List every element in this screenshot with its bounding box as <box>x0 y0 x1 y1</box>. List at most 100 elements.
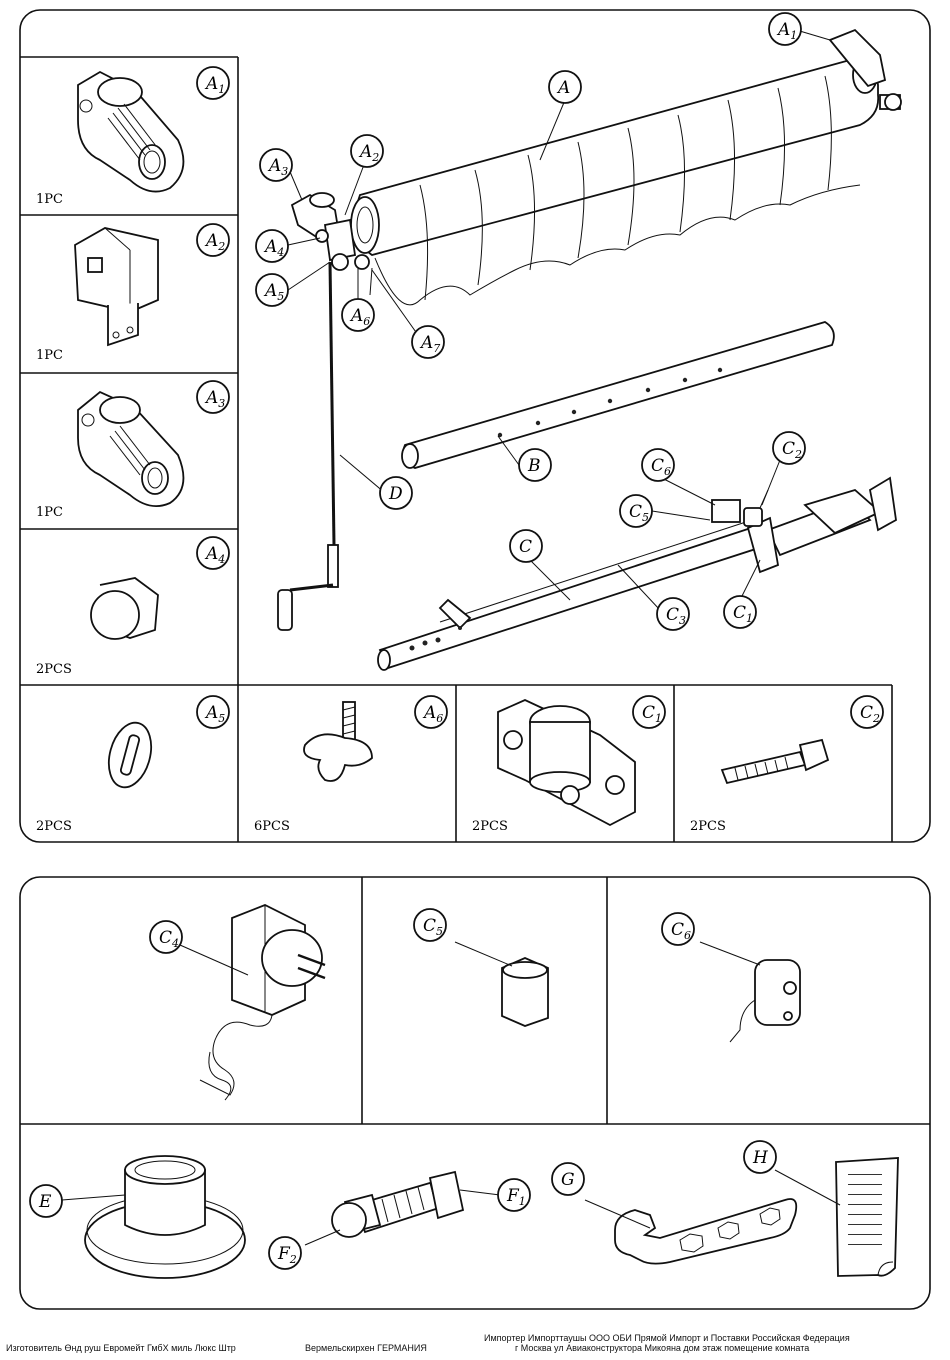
callout-A6: A6 <box>341 298 375 332</box>
svg-text:A3: A3 <box>204 388 225 410</box>
footer-manufacturer: Изготовитель Өнд руш Евромейт ГмбХ миль … <box>6 1343 236 1353</box>
bracket-a1-mounted <box>828 28 887 88</box>
callout-D: D <box>379 476 413 510</box>
callout-C5: C5 <box>413 908 447 942</box>
c1-clamp-drawing <box>497 699 636 827</box>
callout-C6: C6 <box>641 448 675 482</box>
panel-c5-clip: C5 <box>413 908 549 1027</box>
panel-c1: C1 2PCS <box>472 695 666 834</box>
callout-C5: C5 <box>619 494 653 528</box>
svg-text:C4: C4 <box>159 928 179 950</box>
callout-F2: F2 <box>268 1236 302 1270</box>
callout-A7: A7 <box>411 325 445 359</box>
c1-label-circle <box>632 695 666 729</box>
svg-text:G: G <box>561 1170 575 1190</box>
a2-motor-drawing <box>74 227 159 347</box>
svg-text:A5: A5 <box>204 703 225 725</box>
callout-C: C <box>509 529 543 563</box>
svg-text:C1: C1 <box>733 603 753 625</box>
panel-c6-sensor: C6 <box>661 912 801 1043</box>
svg-text:A3: A3 <box>267 156 288 178</box>
footer-importer-line1: Импортер Импорттаушы ООО ОБИ Прямой Импо… <box>484 1333 850 1343</box>
svg-text:A: A <box>556 78 570 98</box>
svg-text:A5: A5 <box>263 281 284 303</box>
a4-quantity: 2PCS <box>36 662 72 677</box>
panel-e-base: E <box>29 1155 246 1279</box>
panel-f-bolt: F1 F2 <box>268 1170 531 1270</box>
panel-a1: A1 1PC <box>36 66 230 207</box>
svg-text:C5: C5 <box>629 502 649 524</box>
svg-text:C6: C6 <box>671 920 691 942</box>
svg-text:C3: C3 <box>666 605 686 627</box>
svg-text:H: H <box>752 1148 769 1168</box>
c2-bolt-drawing <box>720 738 830 785</box>
callout-A3: A3 <box>259 148 293 182</box>
a6-label-circle <box>414 695 448 729</box>
callout-E: E <box>29 1184 63 1218</box>
svg-text:A4: A4 <box>204 544 225 566</box>
lower-grid-lines <box>20 877 930 1125</box>
svg-text:C1: C1 <box>642 703 662 725</box>
a3-label-circle <box>196 380 230 414</box>
callout-H: H <box>743 1140 777 1174</box>
footer-city: Вермельскирхен ГЕРМАНИЯ <box>305 1343 427 1353</box>
callouts: A A1 A2 A3 A4 A5 A6 A7 B C C1 C2 C3 C5 C… <box>255 12 831 631</box>
svg-text:B: B <box>527 456 541 476</box>
callout-C6: C6 <box>661 912 695 946</box>
svg-text:F1: F1 <box>506 1186 526 1208</box>
svg-text:C2: C2 <box>860 703 880 725</box>
a1-label-circle <box>196 66 230 100</box>
upper-frame <box>19 9 931 843</box>
left-end-brackets <box>290 192 373 296</box>
panel-a6: A6 6PCS <box>254 695 448 834</box>
a3-quantity: 1PC <box>36 505 63 520</box>
svg-text:A2: A2 <box>204 231 225 253</box>
telescopic-pole-c <box>377 476 897 671</box>
panel-a4: A4 2PCS <box>36 536 230 677</box>
a5-quantity: 2PCS <box>36 819 72 834</box>
a2-label-circle <box>196 223 230 257</box>
a3-bracket-drawing <box>77 390 185 507</box>
callout-G: G <box>551 1162 585 1196</box>
a2-quantity: 1PC <box>36 348 63 363</box>
callout-A: A <box>548 70 582 104</box>
svg-text:A1: A1 <box>204 74 225 96</box>
awning-roller <box>350 56 902 306</box>
pipe-b <box>401 321 835 469</box>
a5-washer-drawing <box>107 721 153 789</box>
panel-a3: A3 1PC <box>36 380 230 520</box>
callout-C1: C1 <box>723 595 757 629</box>
callout-B: B <box>518 448 552 482</box>
svg-text:A6: A6 <box>422 703 443 725</box>
panel-c2: C2 2PCS <box>690 695 884 834</box>
svg-text:C2: C2 <box>782 439 802 461</box>
a6-quantity: 6PCS <box>254 819 290 834</box>
lower-frame <box>19 876 931 1310</box>
callout-A1: A1 <box>768 12 802 46</box>
panel-a5: A5 2PCS <box>36 695 230 834</box>
a4-label-circle <box>196 536 230 570</box>
svg-text:A1: A1 <box>776 20 797 42</box>
svg-text:A6: A6 <box>349 306 370 328</box>
c2-quantity: 2PCS <box>690 819 726 834</box>
c2-label-circle <box>850 695 884 729</box>
svg-text:C5: C5 <box>423 916 443 938</box>
main-assembly <box>277 28 902 671</box>
callout-A4: A4 <box>255 229 289 263</box>
footer-importer-line2: г Москва ул Авиаконструктора Микояна дом… <box>515 1343 810 1353</box>
svg-text:C6: C6 <box>651 456 671 478</box>
panel-c4-power-adapter: C4 <box>149 904 326 1101</box>
callout-C2: C2 <box>772 431 806 465</box>
svg-text:A2: A2 <box>358 142 379 164</box>
panel-a2: A2 1PC <box>36 223 230 363</box>
svg-text:D: D <box>388 484 403 504</box>
callout-C4: C4 <box>149 920 183 954</box>
svg-text:F2: F2 <box>277 1244 297 1266</box>
a5-label-circle <box>196 695 230 729</box>
crank-rod <box>277 261 339 631</box>
callout-A5: A5 <box>255 273 289 307</box>
svg-text:A7: A7 <box>419 333 440 355</box>
panel-g-wrench: G <box>551 1162 798 1265</box>
parts-grid-lines <box>20 56 893 842</box>
